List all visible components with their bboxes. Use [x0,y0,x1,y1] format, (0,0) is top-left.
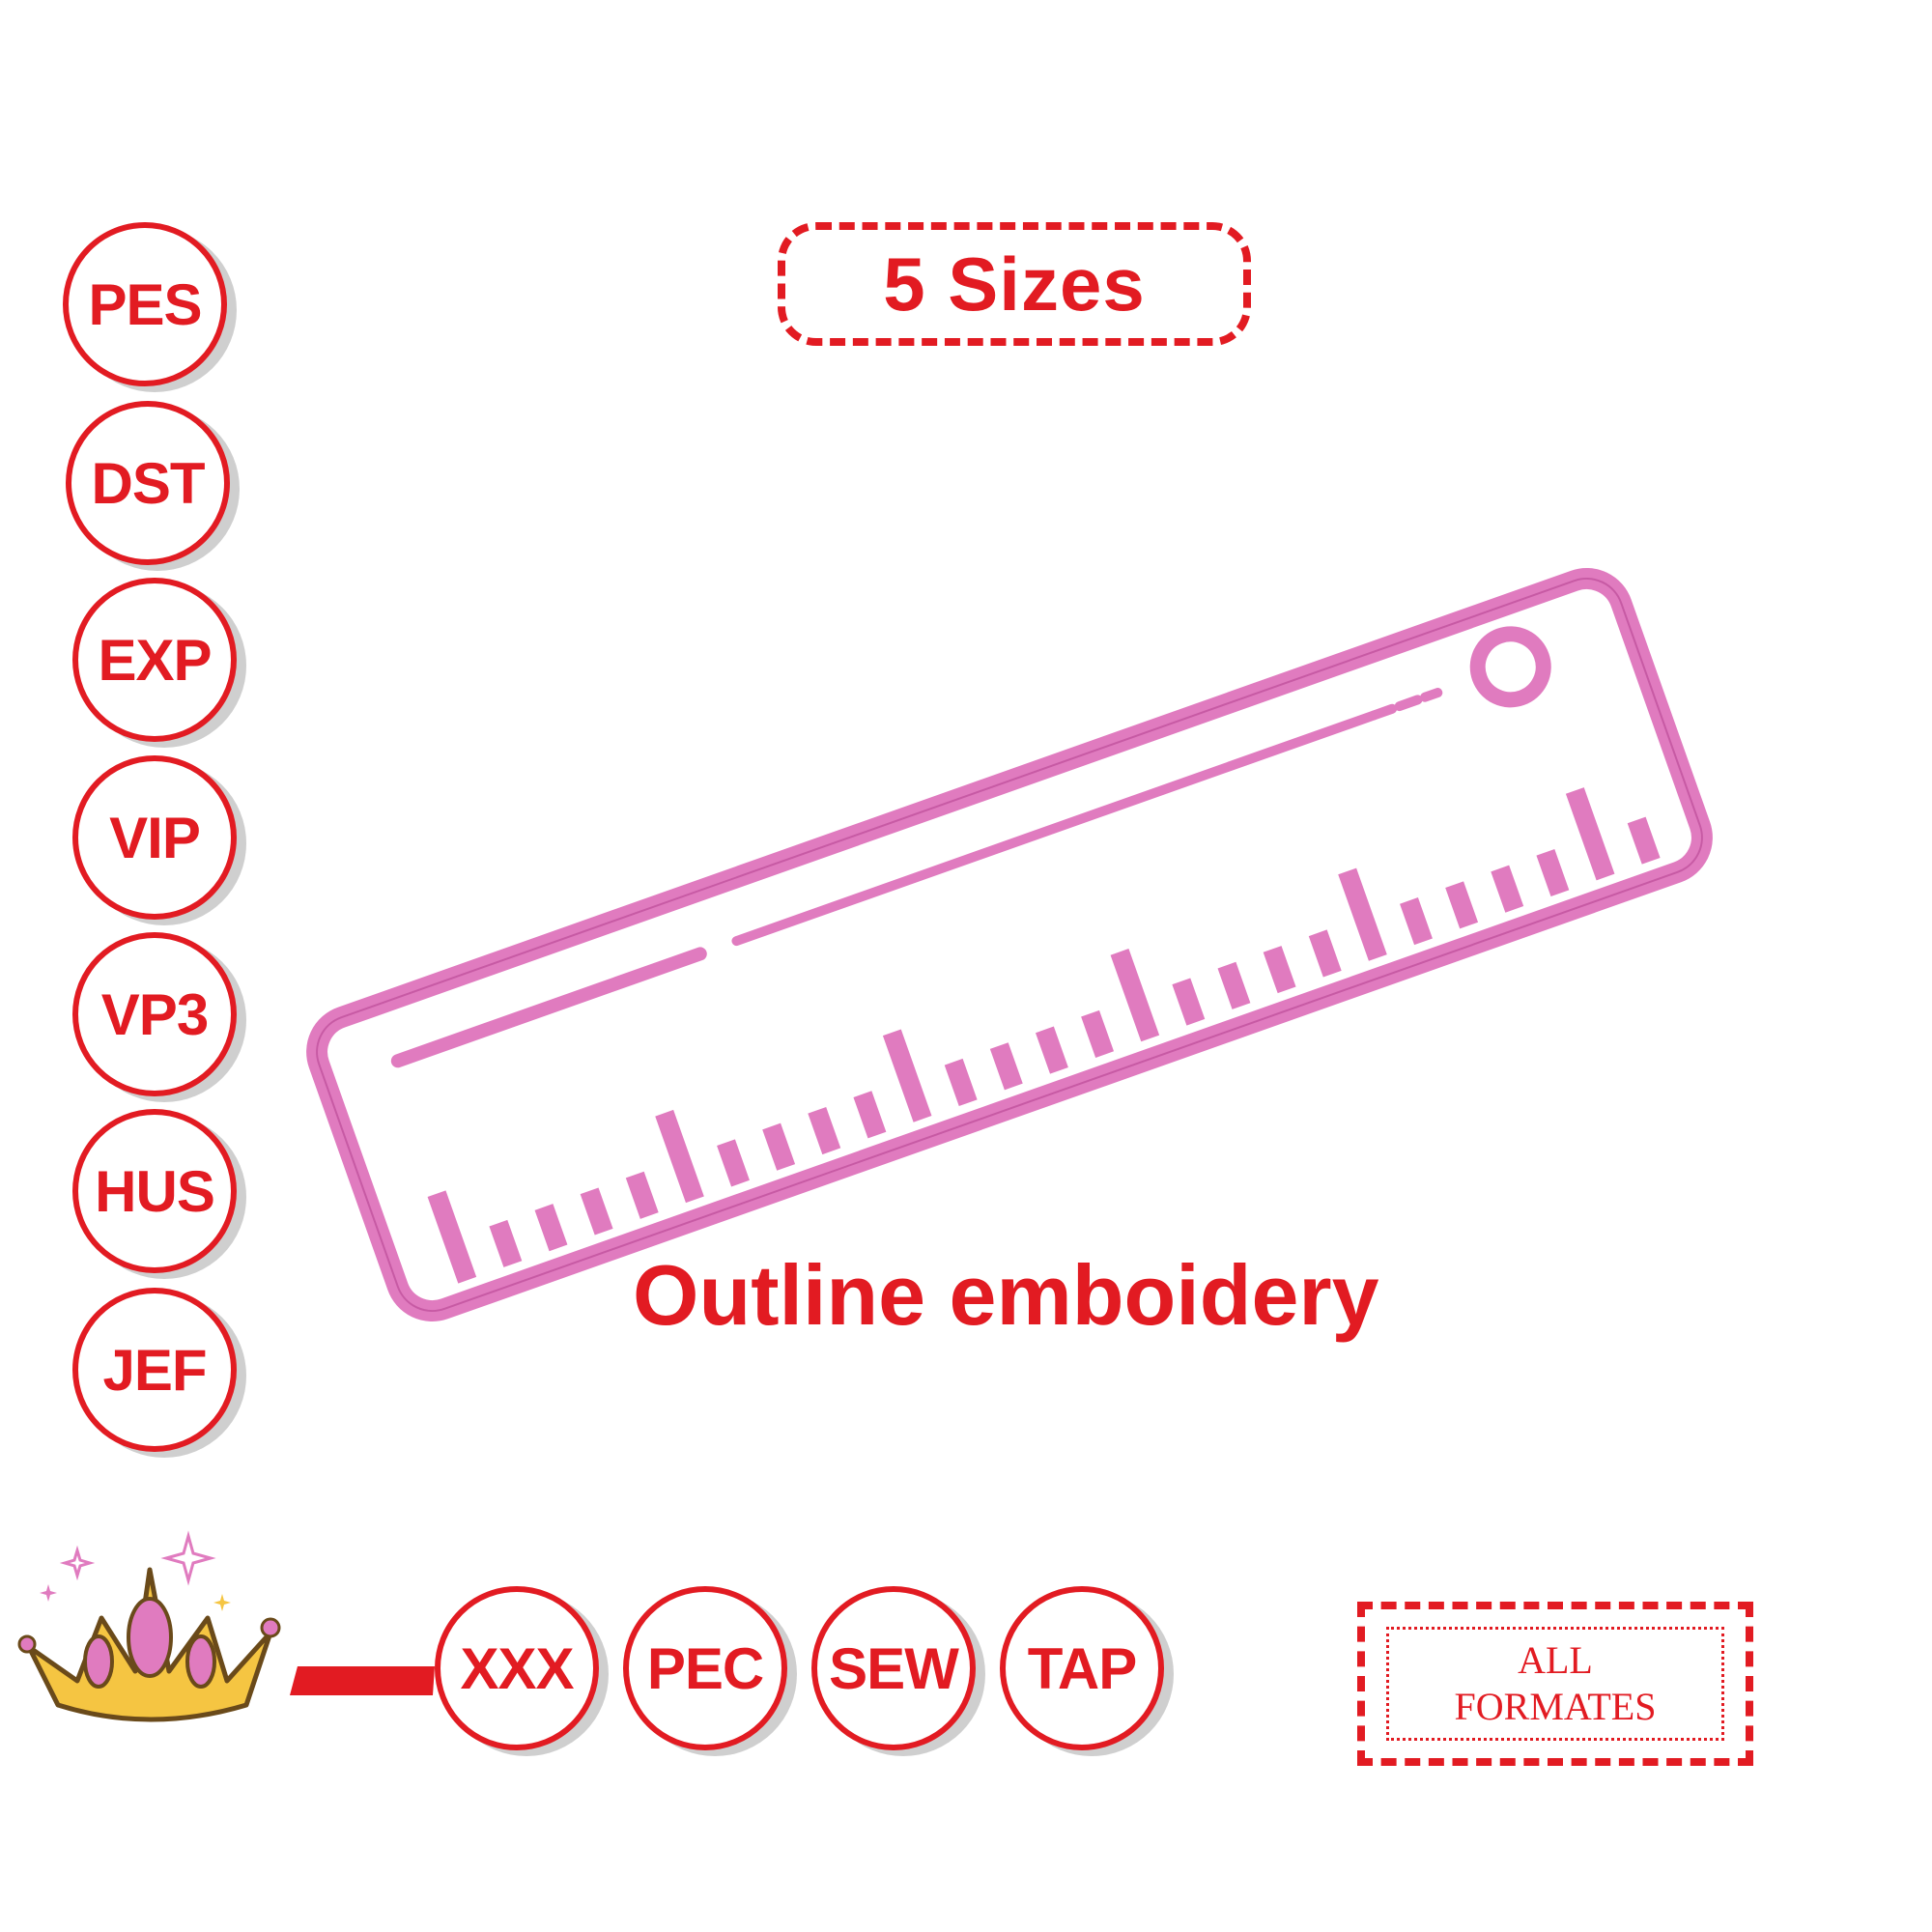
ruler-tick [1308,929,1342,978]
format-badge-dst: DST [66,401,230,565]
ruler-tick [489,1219,523,1267]
ruler-tick [944,1058,978,1107]
format-badge-sew: SEW [811,1586,976,1750]
ruler-tick [625,1171,659,1219]
format-label: DST [91,450,206,516]
format-label: JEF [102,1337,207,1403]
ruler-tick [762,1122,796,1171]
format-badge-exp: EXP [72,578,237,742]
ruler-tick [853,1091,887,1139]
ruler-tick [1627,816,1661,865]
format-badge-vip: VIP [72,755,237,920]
ruler-tick [1263,946,1296,994]
all-formats-inner: ALL FORMATES [1386,1627,1724,1741]
ruler-tick [1445,881,1479,929]
ruler-tick [427,1190,477,1284]
ruler-tick [1338,867,1387,961]
all-formats-line1: ALL [1518,1638,1593,1682]
caption: Outline emboidery [633,1247,1379,1343]
format-label: TAP [1027,1635,1138,1701]
ruler-tick [1217,961,1251,1009]
format-label: PES [88,271,202,337]
format-badge-pes: PES [63,222,227,386]
ruler-tick [580,1187,613,1236]
ruler-tick [1172,978,1206,1026]
ruler-tick [989,1042,1023,1091]
format-label: VP3 [100,981,209,1047]
ruler-tick [1400,897,1433,946]
ruler-tick [1110,949,1160,1042]
ruler-tick [1035,1026,1068,1074]
ruler-tick [717,1139,750,1187]
format-label: VIP [109,805,201,870]
all-formats-box: ALL FORMATES [1357,1602,1753,1766]
format-label: XXX [460,1635,574,1701]
format-badge-tap: TAP [1000,1586,1164,1750]
format-badge-jef: JEF [72,1288,237,1452]
format-badge-xxx: XXX [435,1586,599,1750]
format-badge-pec: PEC [623,1586,787,1750]
crown-icon [17,1530,281,1722]
format-label: HUS [95,1158,215,1224]
ruler-tick [808,1106,841,1155]
format-badge-vp3: VP3 [72,932,237,1096]
ruler-tick [534,1204,568,1252]
format-label: EXP [98,627,212,693]
ruler-tick [655,1109,704,1204]
ruler-tick [1536,848,1570,897]
ruler-tick [882,1029,932,1122]
sizes-box: 5 Sizes [778,222,1251,346]
sizes-label: 5 Sizes [883,241,1146,327]
all-formats-line2: FORMATES [1454,1685,1657,1728]
ruler-tick [1081,1009,1115,1058]
ruler-tick [1565,787,1615,881]
format-label: SEW [829,1635,959,1701]
format-badge-hus: HUS [72,1109,237,1273]
ruler-tick [1491,865,1524,913]
divider-bar [290,1666,435,1695]
format-label: PEC [646,1635,764,1701]
